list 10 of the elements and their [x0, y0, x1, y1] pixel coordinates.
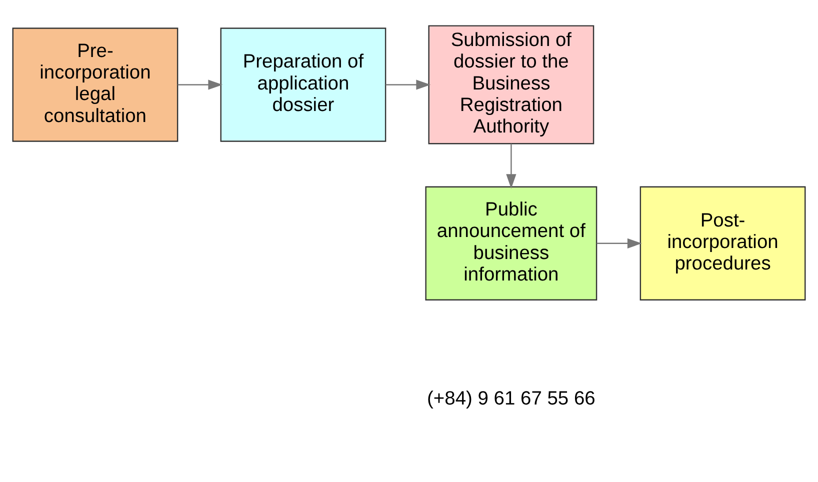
label: (+84) 9 61 67 55 66 [427, 388, 596, 410]
arrow [596, 238, 642, 248]
arrow [386, 80, 431, 90]
node-box: Pre-incorporation legal consultation [12, 28, 178, 142]
arrow [506, 144, 516, 189]
node-box: Public announcement of business information [425, 186, 598, 300]
arrow [178, 80, 223, 90]
node-box: Submission of dossier to the Business Registration Authority [428, 25, 594, 144]
node-box: Post-incorporation procedures [640, 186, 806, 300]
node-box: Preparation of application dossier [220, 28, 386, 142]
